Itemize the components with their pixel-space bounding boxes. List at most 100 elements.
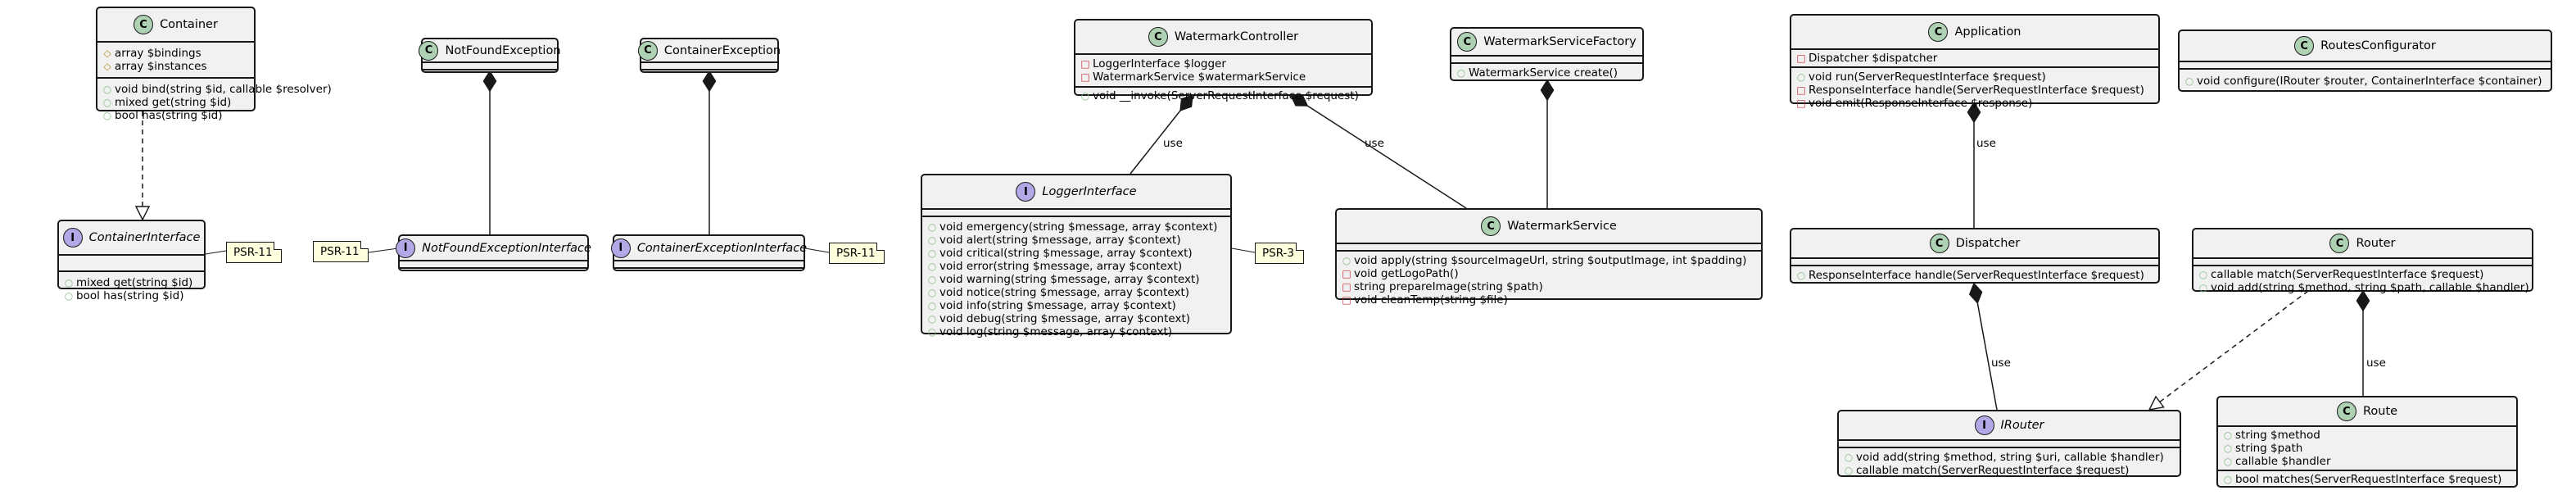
public-icon: ○ bbox=[2184, 75, 2194, 87]
dispatcher-irouter-line bbox=[1968, 282, 1998, 411]
method-text: bool matches(ServerRequestInterface $req… bbox=[2235, 473, 2502, 486]
psr11-note-containerexception: PSR-11 bbox=[829, 243, 885, 264]
note-text: PSR-3 bbox=[1262, 247, 1295, 260]
public-icon: ○ bbox=[2198, 282, 2208, 293]
method-text: void configure(IRouter $router, Containe… bbox=[2197, 75, 2542, 88]
field-text: Dispatcher $dispatcher bbox=[1809, 52, 1938, 65]
public-icon: ○ bbox=[927, 300, 937, 311]
public-icon: ○ bbox=[1796, 270, 1806, 281]
method-text: void add(string $method, string $path, c… bbox=[2211, 281, 2529, 294]
method-text: void warning(string $message, array $con… bbox=[939, 273, 1200, 286]
public-icon: ○ bbox=[927, 287, 937, 298]
method-text: void critical(string $message, array $co… bbox=[939, 247, 1193, 260]
method-text: ResponseInterface handle(ServerRequestIn… bbox=[1809, 84, 2144, 97]
method-text: void log(string $message, array $context… bbox=[939, 325, 1173, 338]
note-text: PSR-11 bbox=[233, 246, 273, 259]
private-icon: □ bbox=[1796, 98, 1806, 109]
public-icon: ○ bbox=[102, 110, 112, 121]
public-icon: ○ bbox=[927, 221, 937, 233]
class-name: Application bbox=[1954, 25, 2021, 39]
note-link-container bbox=[205, 250, 227, 255]
interface-badge-icon: I bbox=[1974, 416, 1994, 435]
method-text: WatermarkService create() bbox=[1469, 66, 1618, 79]
class-name: NotFoundException bbox=[445, 43, 561, 57]
method-text: callable match(ServerRequestInterface $r… bbox=[2211, 268, 2484, 281]
psr11-note-container: PSR-11 bbox=[226, 242, 282, 263]
field-text: callable $handler bbox=[2235, 455, 2331, 468]
edge-label-application-dispatcher: use bbox=[1976, 137, 1996, 150]
class-name: Dispatcher bbox=[1955, 237, 2021, 250]
note-link-logger bbox=[1231, 248, 1256, 253]
watermark-controller-class[interactable]: C WatermarkController □LoggerInterface $l… bbox=[1074, 19, 1373, 102]
psr11-note-notfound: PSR-11 bbox=[313, 241, 369, 262]
interface-name: ContainerInterface bbox=[88, 231, 201, 244]
class-name: WatermarkController bbox=[1174, 30, 1299, 43]
public-icon: ○ bbox=[927, 248, 937, 259]
protected-icon: ◇ bbox=[103, 61, 111, 72]
public-icon: ○ bbox=[2223, 443, 2233, 454]
method-text: void notice(string $message, array $cont… bbox=[939, 286, 1190, 299]
note-link-containerexception bbox=[804, 248, 830, 253]
class-badge-icon: C bbox=[1481, 216, 1501, 236]
method-text: void debug(string $message, array $conte… bbox=[939, 312, 1191, 325]
method-text: ResponseInterface handle(ServerRequestIn… bbox=[1809, 269, 2144, 282]
public-icon: ○ bbox=[2198, 269, 2208, 280]
public-icon: ○ bbox=[102, 84, 112, 95]
public-icon: ○ bbox=[927, 274, 937, 285]
method-text: void getLogoPath() bbox=[1354, 267, 1459, 280]
method-text: void __invoke(ServerRequestInterface $re… bbox=[1093, 89, 1359, 102]
public-icon: ○ bbox=[927, 234, 937, 246]
method-text: void info(string $message, array $contex… bbox=[939, 299, 1176, 312]
psr3-note-logger: PSR-3 bbox=[1255, 243, 1304, 264]
method-text: callable match(ServerRequestInterface $r… bbox=[1856, 464, 2130, 477]
class-name: WatermarkServiceFactory bbox=[1483, 35, 1637, 48]
private-icon: □ bbox=[1342, 294, 1351, 306]
field-text: array $instances bbox=[115, 60, 207, 73]
public-icon: ○ bbox=[1080, 90, 1090, 102]
method-text: mixed get(string $id) bbox=[115, 96, 232, 109]
field-text: array $bindings bbox=[115, 47, 201, 60]
public-icon: ○ bbox=[1456, 67, 1466, 79]
interface-badge-icon: I bbox=[62, 228, 83, 248]
class-badge-icon: C bbox=[134, 15, 154, 34]
method-text: void cleanTemp(string $file) bbox=[1354, 293, 1508, 307]
method-text: void alert(string $message, array $conte… bbox=[939, 234, 1181, 247]
private-icon: □ bbox=[1080, 71, 1090, 83]
router-implements-line bbox=[2148, 290, 2309, 411]
edge-label-controller-logger: use bbox=[1163, 137, 1183, 150]
class-name: Container bbox=[160, 18, 218, 31]
private-icon: □ bbox=[1796, 52, 1806, 64]
field-text: LoggerInterface $logger bbox=[1093, 57, 1226, 70]
class-name: Router bbox=[2356, 237, 2396, 250]
method-text: void apply(string $sourceImageUrl, strin… bbox=[1354, 254, 1747, 267]
controller-service-line bbox=[1289, 94, 1467, 209]
note-text: PSR-11 bbox=[836, 247, 876, 260]
interface-badge-icon: I bbox=[610, 238, 631, 258]
controller-logger-line bbox=[1130, 93, 1193, 175]
method-text: void bind(string $id, callable $resolver… bbox=[115, 83, 332, 96]
protected-icon: ◇ bbox=[103, 48, 111, 59]
public-icon: ○ bbox=[2223, 429, 2233, 441]
method-text: void emit(ResponseInterface $response) bbox=[1809, 97, 2033, 110]
class-badge-icon: C bbox=[1148, 27, 1168, 47]
class-badge-icon: C bbox=[2336, 402, 2356, 421]
field-text: string $method bbox=[2235, 429, 2320, 442]
private-icon: □ bbox=[1796, 84, 1806, 96]
container-class[interactable]: C Container ◇ array $bindings ◇ array $inst… bbox=[96, 7, 332, 122]
note-text: PSR-11 bbox=[320, 245, 360, 258]
method-text: void run(ServerRequestInterface $request… bbox=[1809, 70, 2046, 84]
